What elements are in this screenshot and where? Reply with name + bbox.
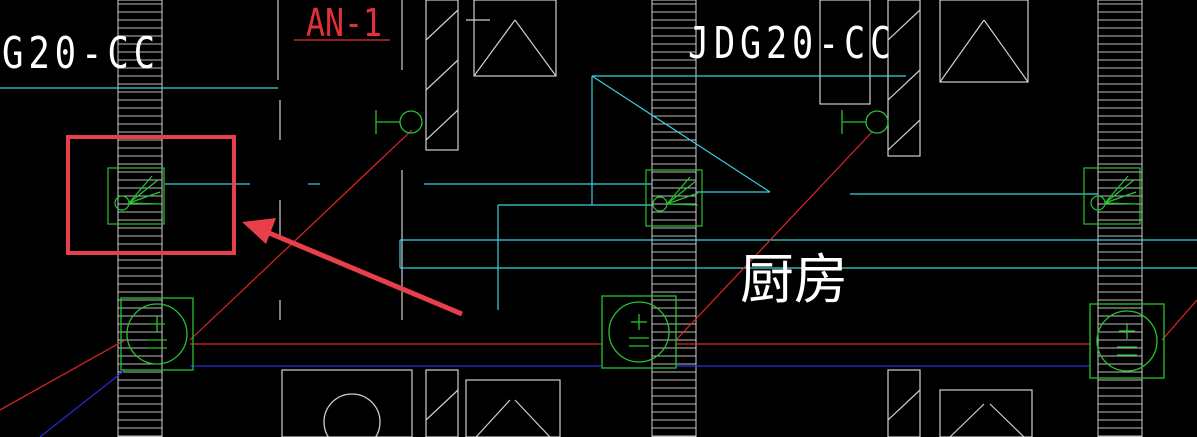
plus-minus-socket-icon[interactable]	[1089, 303, 1165, 379]
cyan-lines	[0, 75, 1197, 310]
highlight-box	[66, 135, 236, 255]
exhaust-fan-icon[interactable]	[645, 169, 703, 227]
plus-minus-socket-icon[interactable]	[120, 297, 194, 371]
exhaust-fan-icon[interactable]	[107, 167, 165, 225]
pull-switch-icon[interactable]	[375, 110, 423, 134]
wall-column-middle	[651, 0, 697, 437]
annotation-arrow	[242, 218, 463, 317]
circuit-label: AN-1	[306, 1, 382, 45]
exhaust-fan-icon[interactable]	[1083, 167, 1141, 225]
red-wiring	[0, 129, 1197, 411]
plus-minus-socket-icon[interactable]	[601, 295, 677, 369]
room-name-label: 厨房	[740, 248, 848, 311]
conduit-label-left: G20-CC	[2, 28, 160, 79]
conduit-label-right: JDG20-CC	[688, 18, 896, 69]
wall-lines	[277, 0, 1033, 437]
pull-switch-icon[interactable]	[841, 110, 889, 134]
blue-wiring	[39, 365, 1090, 437]
wall-column-left	[117, 0, 163, 437]
lamp-fixture-icon	[323, 393, 381, 437]
wall-column-right	[1097, 0, 1143, 437]
